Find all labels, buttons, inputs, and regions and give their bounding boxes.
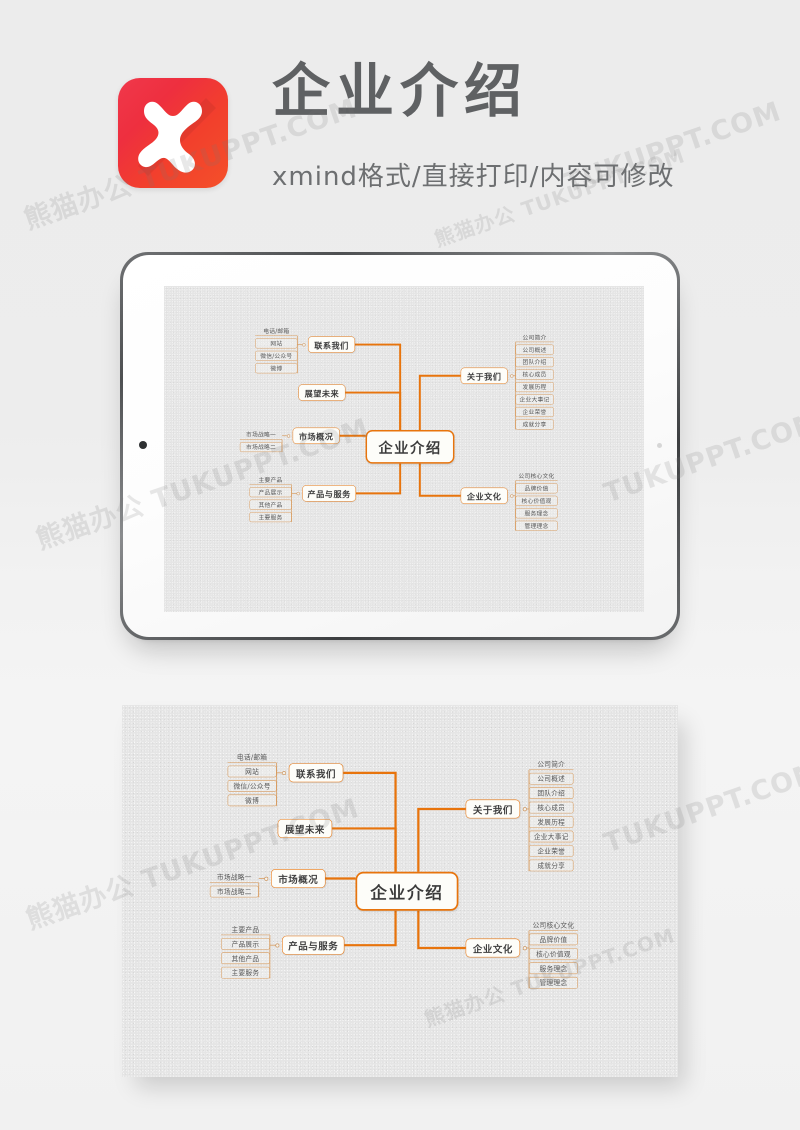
xmind-logo (118, 78, 228, 188)
mindmap-branch-2[interactable]: 展望未来 (298, 384, 346, 401)
mindmap-connectors (258, 762, 530, 989)
mindmap-leaf-1-2[interactable]: 网站 (255, 338, 298, 349)
mindmap-branch-4[interactable]: 产品与服务 (282, 935, 345, 955)
tablet-preview: 企业介绍 联系我们电话/邮箱网站微信/公众号微博展望未来市场概况市场战略一市场战略… (120, 252, 680, 640)
xmind-logo-glyph (138, 98, 216, 176)
mindmap-leaf-4-2[interactable]: 产品展示 (249, 487, 292, 498)
collapse-toggle-4[interactable] (275, 943, 280, 948)
camera-icon (657, 443, 662, 448)
collapse-toggle-5[interactable] (522, 807, 527, 811)
tablet-screen: 企业介绍 联系我们电话/邮箱网站微信/公众号微博展望未来市场概况市场战略一市场战略… (164, 286, 644, 612)
flat-preview: 企业介绍 联系我们电话/邮箱网站微信/公众号微博展望未来市场概况市场战略一市场战略… (122, 705, 678, 1077)
mindmap-leaf-5-2[interactable]: 公司概述 (515, 344, 554, 355)
collapse-toggle-4[interactable] (296, 491, 300, 496)
mindmap-leaf-5-5[interactable]: 发展历程 (515, 382, 554, 393)
mindmap-leaf-5-8[interactable]: 成就分享 (528, 859, 574, 872)
collapse-toggle-5[interactable] (510, 374, 514, 378)
mindmap-leaf-4-1[interactable]: 主要产品 (249, 475, 292, 485)
mindmap-leaf-5-4[interactable]: 核心成员 (515, 369, 554, 380)
mindmap-leaf-1-1[interactable]: 电话/邮箱 (227, 751, 277, 763)
mindmap-leaf-4-4[interactable]: 主要服务 (220, 966, 270, 979)
mindmap-leaf-1-3[interactable]: 微信/公众号 (255, 350, 298, 361)
mindmap-branch-5[interactable]: 关于我们 (465, 799, 521, 819)
mindmap-leaf-5-7[interactable]: 企业荣誉 (528, 845, 574, 857)
header: 企业介绍 xmind格式/直接打印/内容可修改 熊猫办公 TUKUPPT.COM… (0, 0, 800, 251)
mindmap-leaf-6-5[interactable]: 管理理念 (528, 976, 578, 989)
mindmap-leaf-1-2[interactable]: 网站 (227, 765, 277, 778)
mindmap-branch-1[interactable]: 联系我们 (288, 763, 344, 783)
mindmap-leaf-6-1[interactable]: 公司核心文化 (528, 919, 578, 931)
mindmap-leaf-5-2[interactable]: 公司概述 (528, 772, 574, 785)
mindmap-leaf-5-3[interactable]: 团队介绍 (528, 787, 574, 799)
mindmap-leaf-5-1[interactable]: 公司简介 (515, 332, 554, 343)
flat-screen: 企业介绍 联系我们电话/邮箱网站微信/公众号微博展望未来市场概况市场战略一市场战略… (122, 705, 678, 1077)
mindmap-leaf-6-5[interactable]: 管理理念 (515, 520, 558, 531)
mindmap-leaf-5-5[interactable]: 发展历程 (528, 816, 574, 828)
collapse-toggle-1[interactable] (282, 770, 287, 775)
mindmap-leaf-5-1[interactable]: 公司简介 (528, 758, 574, 771)
mindmap-leaf-6-3[interactable]: 核心价值观 (515, 495, 558, 506)
mindmap-leaf-6-2[interactable]: 品牌价值 (528, 933, 578, 946)
mindmap-leaf-5-8[interactable]: 成就分享 (515, 419, 554, 430)
mindmap-leaf-3-2[interactable]: 市场战略二 (209, 885, 259, 898)
mindmap-leaf-5-7[interactable]: 企业荣誉 (515, 406, 554, 418)
collapse-toggle-3[interactable] (286, 434, 291, 438)
mindmap-canvas: 企业介绍 联系我们电话/邮箱网站微信/公众号微博展望未来市场概况市场战略一市场战略… (164, 286, 644, 612)
mindmap-branch-3[interactable]: 市场概况 (271, 869, 326, 888)
mindmap-branch-6[interactable]: 企业文化 (460, 487, 508, 504)
mindmap-leaf-5-4[interactable]: 核心成员 (528, 801, 574, 814)
mindmap-leaf-6-3[interactable]: 核心价值观 (528, 947, 578, 960)
mindmap-leaf-4-4[interactable]: 主要服务 (249, 512, 292, 523)
mindmap-branch-1[interactable]: 联系我们 (308, 336, 356, 353)
collapse-toggle-6[interactable] (510, 494, 514, 498)
mindmap-leaf-6-1[interactable]: 公司核心文化 (515, 471, 558, 481)
mindmap-leaf-5-3[interactable]: 团队介绍 (515, 357, 554, 368)
mindmap-branch-2[interactable]: 展望未来 (277, 818, 333, 838)
mindmap-branch-5[interactable]: 关于我们 (460, 367, 508, 384)
mindmap-leaf-1-1[interactable]: 电话/邮箱 (255, 326, 298, 336)
page-subtitle: xmind格式/直接打印/内容可修改 (272, 162, 675, 192)
mindmap-leaf-6-4[interactable]: 服务理念 (515, 508, 558, 519)
tablet-outer-edge: 企业介绍 联系我们电话/邮箱网站微信/公众号微博展望未来市场概况市场战略一市场战略… (120, 252, 680, 640)
mindmap-leaf-3-1[interactable]: 市场战略一 (209, 871, 259, 883)
tablet-bezel: 企业介绍 联系我们电话/邮箱网站微信/公众号微博展望未来市场概况市场战略一市场战略… (123, 255, 677, 637)
collapse-toggle-6[interactable] (522, 946, 527, 950)
mindmap-leaf-4-1[interactable]: 主要产品 (220, 924, 270, 936)
mindmap-leaf-4-2[interactable]: 产品展示 (220, 937, 270, 950)
mindmap-leaf-5-6[interactable]: 企业大事记 (528, 830, 574, 843)
collapse-toggle-1[interactable] (302, 342, 306, 347)
mindmap-leaf-4-3[interactable]: 其他产品 (249, 499, 292, 510)
mindmap-branch-4[interactable]: 产品与服务 (302, 485, 356, 502)
mindmap-canvas: 企业介绍 联系我们电话/邮箱网站微信/公众号微博展望未来市场概况市场战略一市场战略… (122, 705, 678, 1077)
home-button-icon[interactable] (139, 441, 147, 449)
mindmap-leaf-4-3[interactable]: 其他产品 (220, 952, 270, 965)
mindmap-branch-3[interactable]: 市场概况 (292, 427, 340, 444)
mindmap-leaf-1-3[interactable]: 微信/公众号 (227, 780, 277, 792)
mindmap-leaf-5-6[interactable]: 企业大事记 (515, 394, 554, 405)
mindmap-leaf-3-1[interactable]: 市场战略一 (239, 430, 283, 440)
mindmap-leaf-6-4[interactable]: 服务理念 (528, 962, 578, 975)
mindmap-leaf-1-4[interactable]: 微博 (255, 363, 298, 374)
mindmap-leaf-1-4[interactable]: 微博 (227, 794, 277, 807)
collapse-toggle-3[interactable] (264, 876, 269, 881)
mindmap-root-node[interactable]: 企业介绍 (365, 430, 455, 464)
page-title: 企业介绍 (272, 57, 529, 125)
mindmap-leaf-3-2[interactable]: 市场战略二 (239, 442, 283, 453)
mindmap-root-node[interactable]: 企业介绍 (355, 871, 459, 911)
mindmap-leaf-6-2[interactable]: 品牌价值 (515, 483, 558, 494)
mindmap-branch-6[interactable]: 企业文化 (465, 938, 521, 958)
